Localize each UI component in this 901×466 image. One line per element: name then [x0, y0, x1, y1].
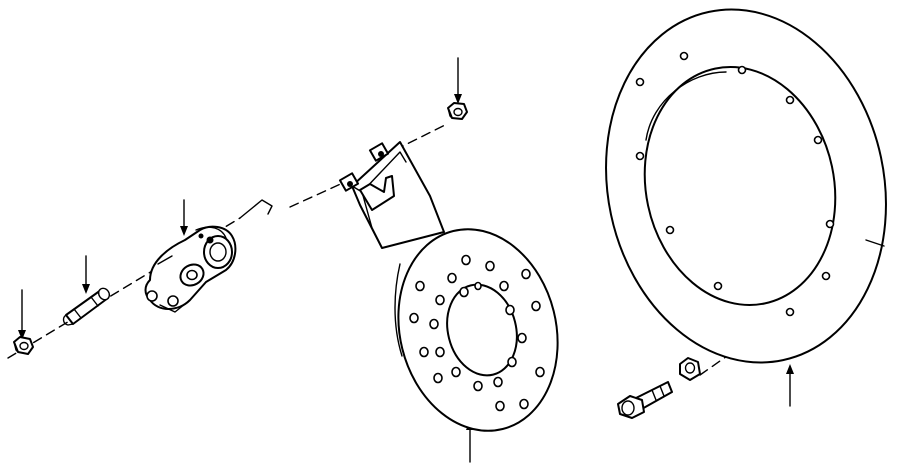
washer-nut	[679, 357, 701, 381]
nut-top	[447, 57, 468, 120]
guide-pin	[62, 255, 111, 326]
bolt	[617, 381, 673, 419]
caliper-bracket	[144, 199, 237, 313]
brake-mount-plate	[338, 141, 559, 463]
disc-ring-holes	[635, 51, 835, 317]
nut-small-left	[13, 289, 34, 355]
brake-disc-ring	[605, 8, 887, 407]
mount-plate-holes	[409, 254, 545, 412]
